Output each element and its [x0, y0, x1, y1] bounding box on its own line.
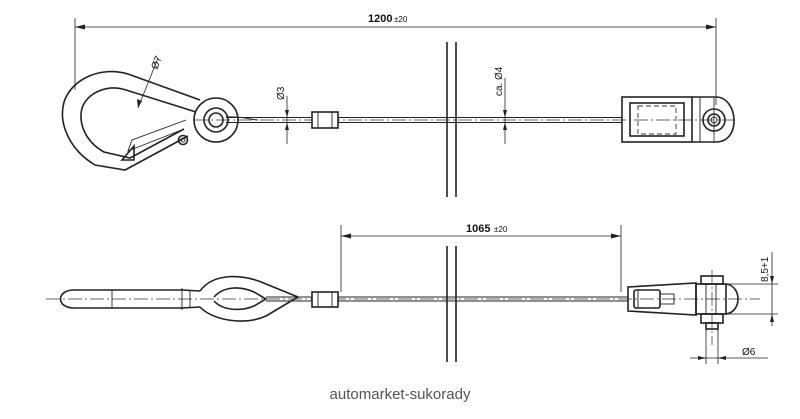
- hook-side-tip: [59, 289, 75, 309]
- dia3-label: Ø3: [276, 86, 287, 100]
- dia3-arrow-top: [285, 110, 289, 118]
- dim-1200-tol: ±20: [394, 15, 408, 24]
- top-view: 1200 ±20 Ø7 Ø3: [61, 13, 735, 197]
- snap-gate: [127, 119, 187, 152]
- gap-arrow-bottom: [770, 314, 774, 322]
- clevis-body: [627, 282, 697, 316]
- end-fitting-hidden: [637, 105, 677, 135]
- snap-hook-inner: [80, 87, 197, 159]
- arrow-1065-right: [611, 233, 621, 239]
- dim-1200-value: 1200: [368, 13, 392, 25]
- snap-gate-tip: [120, 143, 135, 161]
- dim-1065-tol: ±20: [494, 225, 508, 234]
- dia4-prefix: ca.: [494, 83, 505, 96]
- snap-hook-outer: [61, 70, 201, 171]
- dia4-arrow-top: [503, 110, 507, 118]
- clevis-thread: [659, 293, 675, 305]
- bottom-view: 1065 ±20: [46, 223, 778, 364]
- end-fitting-body: [621, 96, 693, 143]
- dia7-label: Ø7: [150, 54, 165, 71]
- gap-label: 8,5+1: [760, 256, 771, 282]
- dia4-arrow-bottom: [503, 122, 507, 130]
- arrow-1065-left: [341, 233, 351, 239]
- arrow-left: [75, 24, 85, 30]
- pin-arrow-right: [718, 356, 726, 360]
- gate-pivot-inner: [180, 137, 186, 143]
- gap-arrow-top: [770, 276, 774, 284]
- dia7-arrow: [137, 99, 142, 108]
- eye-plate: [692, 96, 735, 143]
- gate-pivot: [177, 134, 189, 146]
- dia4-label: Ø4: [494, 66, 505, 80]
- watermark-text: automarket-sukorady: [329, 386, 471, 403]
- dim-1065-value: 1065: [466, 223, 490, 235]
- dia3-arrow-bottom: [285, 122, 289, 130]
- clevis-fork-end: [725, 283, 739, 315]
- bottom-ferrule: [311, 291, 339, 308]
- dia7-leader: [137, 57, 159, 109]
- end-fitting-inner: [629, 102, 685, 137]
- pin-dia-label: Ø6: [742, 347, 756, 358]
- arrow-right: [706, 24, 716, 30]
- pin-arrow-left: [698, 356, 706, 360]
- ferrule: [311, 111, 339, 129]
